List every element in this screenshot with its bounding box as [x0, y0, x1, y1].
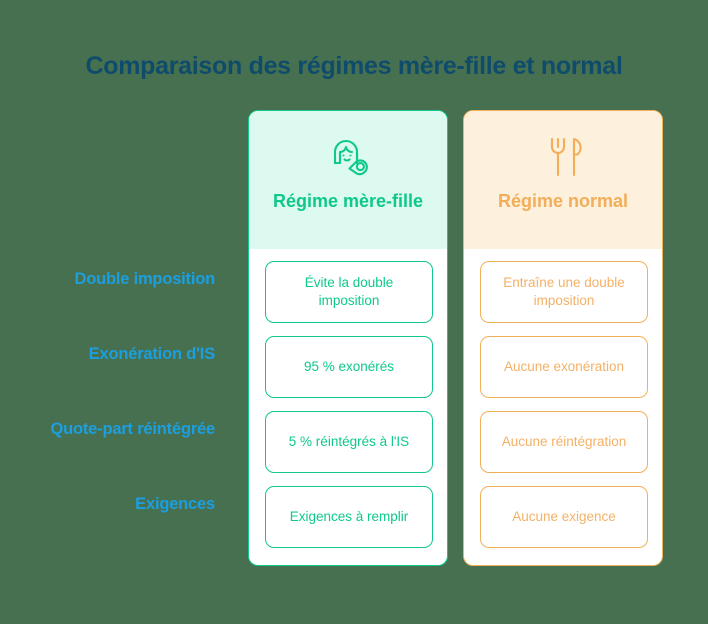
row-label-column: Double imposition Exonération d'IS Quote…: [0, 248, 220, 548]
column-title-regime-mere-fille: Régime mère-fille: [272, 191, 424, 211]
cell-normal-exigences: Aucune exigence: [480, 486, 648, 548]
page-title: Comparaison des régimes mère-fille et no…: [85, 52, 623, 80]
row-label-double-imposition: Double imposition: [74, 269, 215, 288]
column-header-regime-mere-fille: Régime mère-fille: [249, 111, 447, 249]
cell-mere-fille-exoneration: 95 % exonérés: [265, 336, 433, 398]
cell-mere-fille-double-imposition: Évite la double imposition: [265, 261, 433, 323]
cell-mere-fille-quote-part: 5 % réintégrés à l'IS: [265, 411, 433, 473]
cell-normal-quote-part: Aucune réintégration: [480, 411, 648, 473]
column-regime-normal: Régime normal Entraîne une double imposi…: [463, 110, 663, 566]
column-header-regime-normal: Régime normal: [464, 111, 662, 249]
row-label-quote-part-reintegree: Quote-part réintégrée: [50, 419, 216, 438]
column-title-regime-normal: Régime normal: [497, 191, 629, 211]
cell-normal-double-imposition: Entraîne une double imposition: [480, 261, 648, 323]
mother-and-baby-icon: [324, 129, 372, 185]
fork-and-knife-icon: [541, 129, 585, 185]
row-label-exigences: Exigences: [135, 494, 215, 513]
column-regime-mere-fille: Régime mère-fille Évite la double imposi…: [248, 110, 448, 566]
column-body-regime-mere-fille: Évite la double imposition 95 % exonérés…: [249, 249, 447, 548]
column-body-regime-normal: Entraîne une double imposition Aucune ex…: [464, 249, 662, 548]
row-label-exoneration-is: Exonération d'IS: [88, 344, 216, 363]
cell-mere-fille-exigences: Exigences à remplir: [265, 486, 433, 548]
cell-normal-exoneration: Aucune exonération: [480, 336, 648, 398]
